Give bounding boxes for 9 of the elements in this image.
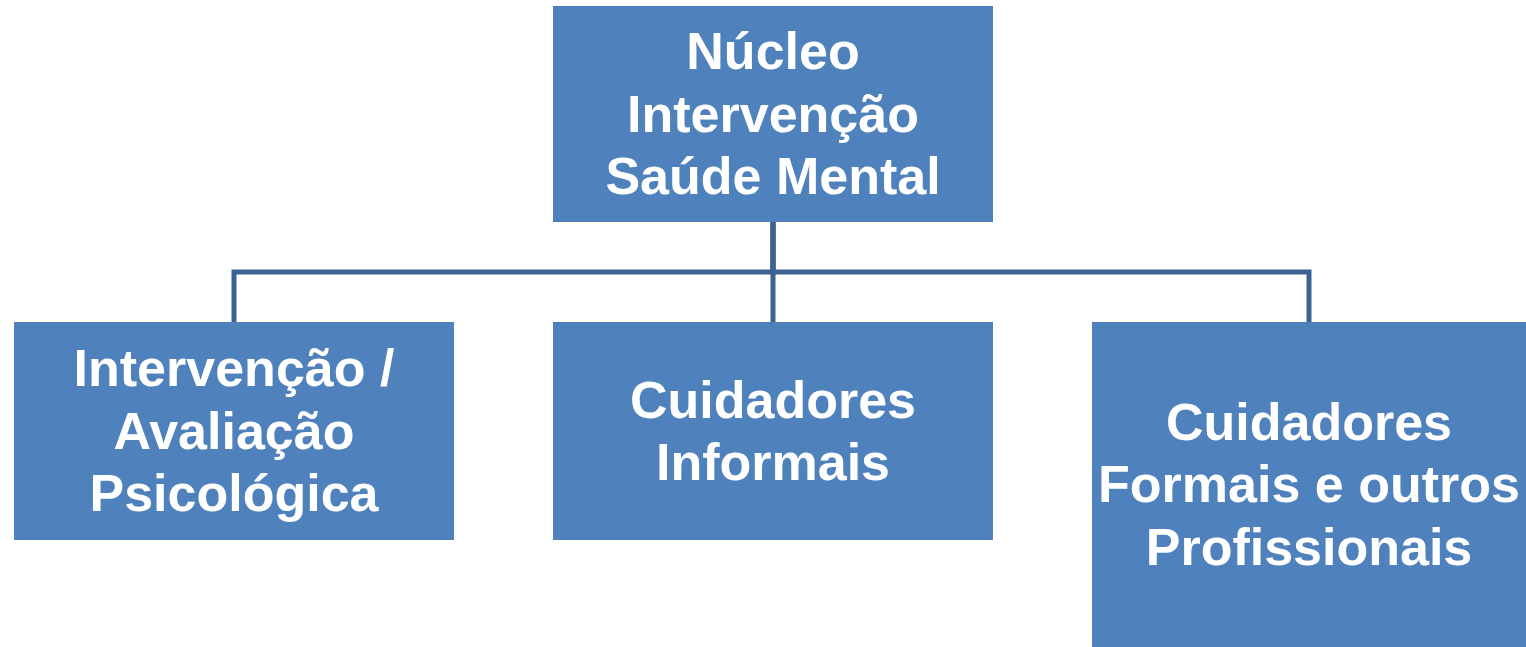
box-label: Cuidadores Informais — [628, 369, 918, 493]
org-box — [1092, 322, 1526, 647]
box-label: Intervenção / Avaliação Psicológica — [72, 338, 396, 525]
box-label: Cuidadores Formais e outros Profissionais — [1097, 391, 1521, 578]
org-box — [14, 322, 454, 540]
box-label: Núcleo Intervenção Saúde Mental — [604, 21, 942, 208]
org-box — [553, 6, 993, 222]
org-box — [553, 322, 993, 540]
connector-line — [770, 222, 1312, 322]
